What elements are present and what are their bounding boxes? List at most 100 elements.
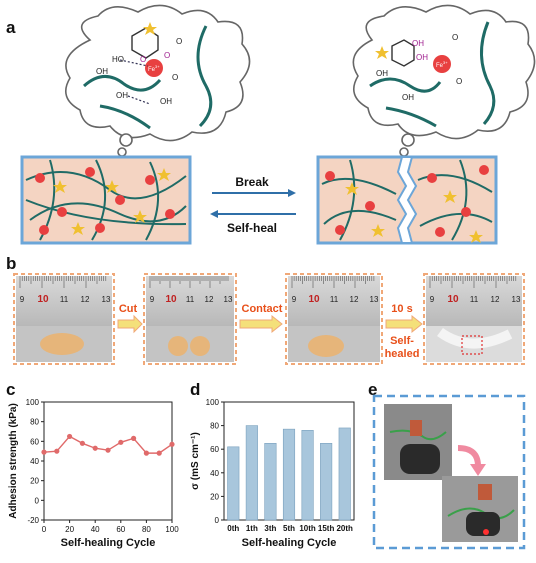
- conductivity-bar: [245, 425, 258, 521]
- atom-o-r2: O: [456, 77, 462, 86]
- atom-oh-2: OH: [116, 91, 128, 100]
- panel-e-photos: [372, 394, 526, 550]
- panel-label-b: b: [6, 254, 17, 273]
- y-tick-label: 40: [30, 457, 39, 466]
- atom-fe-right: Fe3+: [436, 60, 448, 69]
- conductivity-bar: [227, 446, 240, 521]
- led-photo-off: [384, 404, 452, 480]
- y-tick-label: 80: [210, 422, 219, 431]
- step-self-healed: Self-healed: [385, 335, 420, 360]
- adhesion-point: [41, 449, 47, 455]
- ruler-number: 10: [37, 294, 49, 305]
- x-tick-label: 0th: [227, 524, 239, 533]
- y-tick-label: 0: [35, 496, 40, 505]
- adhesion-point: [131, 435, 137, 441]
- y-tick-label: 100: [206, 398, 220, 407]
- atom-o-r1: O: [452, 33, 458, 42]
- broken-gel-block: [316, 155, 498, 245]
- panel-label-c: c: [6, 380, 16, 399]
- led-photo-on: [442, 476, 518, 542]
- ruler-number: 13: [224, 295, 233, 304]
- ruler-number: 12: [350, 295, 359, 304]
- y-tick-label: -20: [27, 516, 39, 525]
- ruler-number: 10: [165, 294, 177, 305]
- atom-oh-1: OH: [96, 67, 108, 76]
- y-tick-label: 60: [30, 437, 39, 446]
- conductivity-bar: [282, 428, 296, 521]
- panel-label-d: d: [190, 380, 201, 399]
- ruler-number: 13: [370, 295, 379, 304]
- x-axis-title: Self-healing Cycle: [242, 537, 337, 549]
- panel-a-schematic: HO O O O O OH OH OH Fe3+ OH OH O O OH OH…: [20, 4, 536, 245]
- x-tick-label: 80: [142, 525, 151, 534]
- y-tick-label: 20: [210, 492, 219, 501]
- x-tick-label: 100: [165, 525, 179, 534]
- photo-frame-2: [143, 273, 237, 365]
- x-tick-label: 20: [65, 525, 74, 534]
- x-axis-title: Self-healing Cycle: [61, 537, 156, 549]
- adhesion-point: [169, 441, 175, 447]
- ruler-number: 13: [512, 295, 521, 304]
- atom-o-4: O: [172, 73, 178, 82]
- x-tick-label: 10th: [299, 524, 316, 533]
- adhesion-point: [92, 445, 98, 451]
- atom-oh-3: OH: [160, 97, 172, 106]
- contact-arrow: [239, 314, 283, 334]
- step-cut: Cut: [119, 303, 138, 315]
- atom-oh-r2: OH: [416, 53, 428, 62]
- panel-label-a: a: [6, 18, 16, 37]
- cut-arrow: [117, 314, 143, 334]
- x-tick-label: 1th: [246, 524, 258, 533]
- y-axis-title: σ (mS cm⁻¹): [190, 432, 201, 490]
- self-heal-arrow: [210, 210, 296, 218]
- y-tick-label: 60: [210, 445, 219, 454]
- atom-ho: HO: [112, 55, 124, 64]
- x-tick-label: 3th: [264, 524, 276, 533]
- step-contact: Contact: [242, 303, 283, 315]
- adhesion-point: [67, 433, 73, 440]
- ruler-number: 11: [186, 295, 195, 304]
- adhesion-point: [105, 447, 111, 453]
- y-tick-label: 20: [30, 477, 39, 486]
- right-cloud-molecules: [369, 21, 496, 128]
- ruler-number: 12: [205, 295, 214, 304]
- x-tick-label: 0: [42, 525, 47, 534]
- conductivity-bar: [320, 442, 333, 521]
- adhesion-point: [156, 450, 162, 456]
- adhesion-point: [79, 440, 85, 446]
- heal-arrow: [385, 314, 423, 334]
- panel-e-dashed-frame: [372, 394, 526, 550]
- y-tick-label: 0: [215, 516, 220, 525]
- ruler-number: 9: [292, 295, 297, 304]
- x-tick-label: 40: [91, 525, 100, 534]
- ruler-number: 9: [430, 295, 435, 304]
- atom-oh-r4: OH: [402, 93, 414, 102]
- atom-o-3: O: [176, 37, 182, 46]
- atom-oh-r3: OH: [376, 69, 388, 78]
- adhesion-point: [143, 450, 149, 456]
- plot-frame: [43, 401, 173, 521]
- ruler-number: 9: [20, 295, 25, 304]
- y-axis-title: Adhesion strength (kPa): [8, 403, 19, 519]
- ruler-number: 10: [308, 294, 320, 305]
- ruler-number: 11: [330, 295, 339, 304]
- x-tick-label: 60: [116, 525, 125, 534]
- break-label: Break: [235, 175, 269, 189]
- ruler-number: 12: [491, 295, 500, 304]
- atom-fe-left: Fe3+: [148, 64, 160, 73]
- ruler-number: 13: [102, 295, 111, 304]
- atom-o-2: O: [164, 51, 170, 60]
- adhesion-point: [118, 439, 124, 445]
- down-arrow: [457, 445, 486, 476]
- conductivity-bar: [338, 427, 351, 521]
- x-tick-label: 5th: [283, 524, 295, 533]
- y-tick-label: 40: [210, 469, 219, 478]
- ruler-number: 9: [150, 295, 155, 304]
- atom-oh-r1: OH: [412, 39, 424, 48]
- conductivity-bar: [264, 442, 277, 521]
- break-arrow: [212, 189, 296, 197]
- self-heal-label: Self-heal: [227, 221, 277, 235]
- ruler-number: 11: [60, 295, 69, 304]
